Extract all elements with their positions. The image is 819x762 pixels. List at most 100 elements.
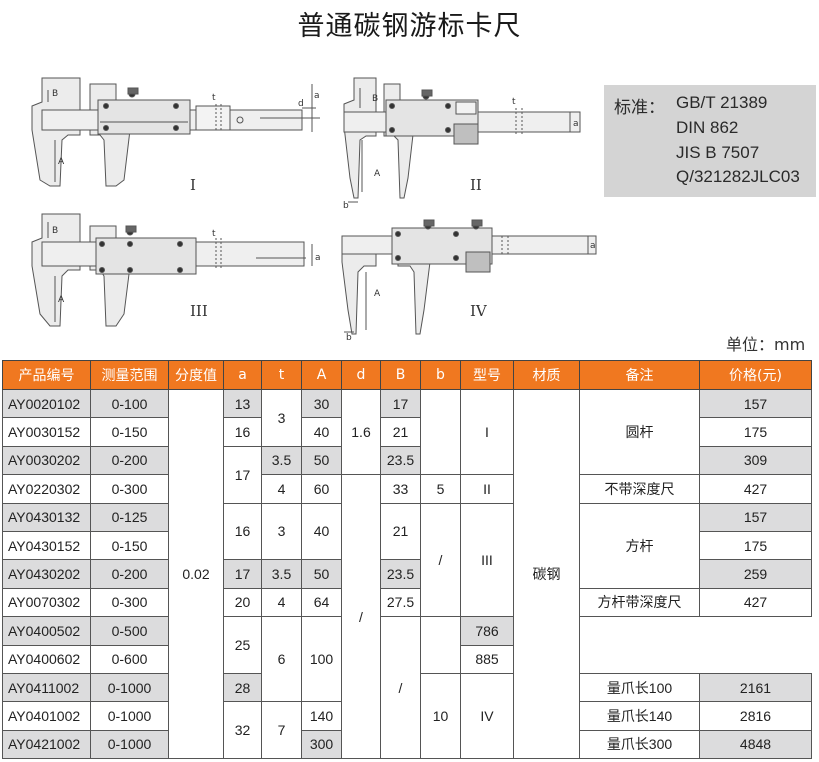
table-row: AY0421002 0-1000 300 量爪长300 4848 (2, 729, 812, 760)
dim-t-label: t (212, 93, 216, 103)
col-header-B: B (380, 360, 421, 390)
cell-t: 3.5 (261, 559, 302, 589)
col-header-b: b (420, 360, 461, 390)
cell-A: 30 (301, 388, 342, 419)
cell-range: 0-1000 (90, 672, 169, 703)
cell-a: 20 (223, 587, 262, 618)
cell-a: 16 (223, 502, 262, 561)
cell-code: AY0411002 (2, 672, 91, 703)
cell-B: / (380, 616, 421, 760)
spec-table: 产品编号 测量范围 分度值 a t A d B b 型号 材质 备注 价格(元)… (2, 360, 812, 760)
cell-range: 0-200 (90, 559, 169, 589)
dim-b-label: b (346, 333, 352, 342)
cell-range: 0-1000 (90, 729, 169, 760)
cell-B: 17 (380, 388, 421, 419)
cell-price: 175 (699, 530, 812, 561)
cell-a: 25 (223, 616, 262, 674)
cell-price: 157 (699, 388, 812, 419)
cell-price: 2161 (699, 672, 812, 703)
cell-d: 1.6 (341, 388, 381, 476)
table-row: AY0411002 0-1000 28 10 IV 量爪长100 2161 (2, 672, 812, 760)
standards-panel: 标准： GB/T 21389 DIN 862 JIS B 7507 Q/3212… (604, 85, 816, 197)
dim-B-label: B (52, 89, 58, 99)
cell-model: III (460, 502, 514, 618)
col-header-notes: 备注 (579, 360, 700, 390)
cell-range: 0-100 (90, 388, 169, 419)
cell-B: 33 (380, 474, 421, 504)
table-row: AY0020102 0-100 0.02 13 3 30 1.6 17 I 碳钢… (2, 388, 812, 760)
col-header-price: 价格(元) (699, 360, 812, 390)
cell-t: 4 (261, 587, 302, 618)
table-row: AY0430132 0-125 16 3 40 21 / III 方杆 157 (2, 502, 812, 618)
cell-B: 23.5 (380, 559, 421, 589)
dim-B-label: B (52, 226, 58, 236)
cell-A: 60 (301, 474, 342, 504)
cell-a: 17 (223, 445, 262, 504)
cell-range: 0-200 (90, 445, 169, 476)
cell-note (420, 616, 461, 674)
dim-d-label: d (298, 99, 304, 109)
cell-note: 量爪长300 (579, 729, 700, 760)
col-header-A: A (301, 360, 342, 390)
cell-A: 50 (301, 445, 342, 476)
cell-code: AY0030202 (2, 445, 91, 476)
dim-a-label: a (590, 241, 596, 251)
cell-b: 10 (420, 672, 461, 760)
dim-A-label: A (374, 289, 381, 299)
cell-B: 21 (380, 502, 421, 561)
cell-range: 0-125 (90, 502, 169, 532)
cell-price: 427 (699, 474, 812, 504)
cell-code: AY0400602 (2, 644, 91, 674)
table-row: AY0400502 0-500 25 6 100 / 786 (2, 616, 812, 760)
cell-model: I (460, 388, 514, 476)
cell-price: 4848 (699, 729, 812, 760)
cell-code: AY0430202 (2, 559, 91, 589)
table-row: AY0070302 0-300 20 4 64 27.5 方杆带深度尺 427 (2, 587, 812, 618)
cell-price: 2816 (699, 701, 812, 731)
cell-t: 3 (261, 389, 302, 447)
cell-a: 28 (223, 672, 262, 703)
cell-range: 0-1000 (90, 701, 169, 731)
cell-A: 50 (301, 559, 342, 589)
cell-range: 0-600 (90, 644, 169, 674)
dim-A-label: A (58, 157, 65, 167)
cell-a: 16 (223, 417, 262, 447)
cell-material: 碳钢 (513, 388, 580, 760)
cell-model: II (460, 474, 514, 504)
standard-item: JIS B 7507 (676, 143, 760, 162)
cell-price: 427 (699, 587, 812, 618)
col-header-d: d (341, 360, 381, 390)
table-header-row: 产品编号 测量范围 分度值 a t A d B b 型号 材质 备注 价格(元) (2, 360, 812, 390)
cell-d: / (341, 474, 381, 760)
cell-price: 157 (699, 502, 812, 532)
cell-range: 0-300 (90, 587, 169, 618)
col-header-division: 分度值 (168, 360, 224, 390)
table-row: AY0220302 0-300 4 60 / 33 5 II 不带深度尺 427 (2, 474, 812, 760)
cell-B: 21 (380, 417, 421, 447)
cell-code: AY0220302 (2, 474, 91, 504)
dim-t-label: t (512, 97, 516, 107)
drawing-label-1: I (190, 176, 196, 194)
col-header-range: 测量范围 (90, 360, 169, 390)
caliper-drawing-type-4: A a b (341, 219, 597, 342)
cell-code: AY0430152 (2, 530, 91, 561)
col-header-t: t (261, 360, 302, 390)
cell-division: 0.02 (168, 388, 224, 760)
cell-code: AY0400502 (2, 616, 91, 646)
cell-B: 23.5 (380, 445, 421, 476)
dim-a-label: a (573, 119, 579, 129)
table-row: AY0430152 0-150 175 (2, 530, 812, 561)
cell-A: 40 (301, 417, 342, 447)
cell-B: 27.5 (380, 587, 421, 618)
cell-note: 圆杆 (579, 388, 700, 476)
cell-A: 300 (301, 729, 342, 760)
cell-t: 4 (261, 474, 302, 504)
standard-item: GB/T 21389 (676, 93, 768, 112)
caliper-drawing-type-2: B A t a b (343, 77, 581, 211)
table-row: AY0030202 0-200 17 3.5 50 23.5 309 (2, 445, 812, 504)
cell-price: 175 (699, 417, 812, 447)
caliper-drawing-type-1: B A t d a (31, 77, 320, 187)
cell-note: 方杆 (579, 502, 700, 589)
cell-price: 885 (460, 644, 514, 674)
col-header-code: 产品编号 (2, 360, 91, 390)
